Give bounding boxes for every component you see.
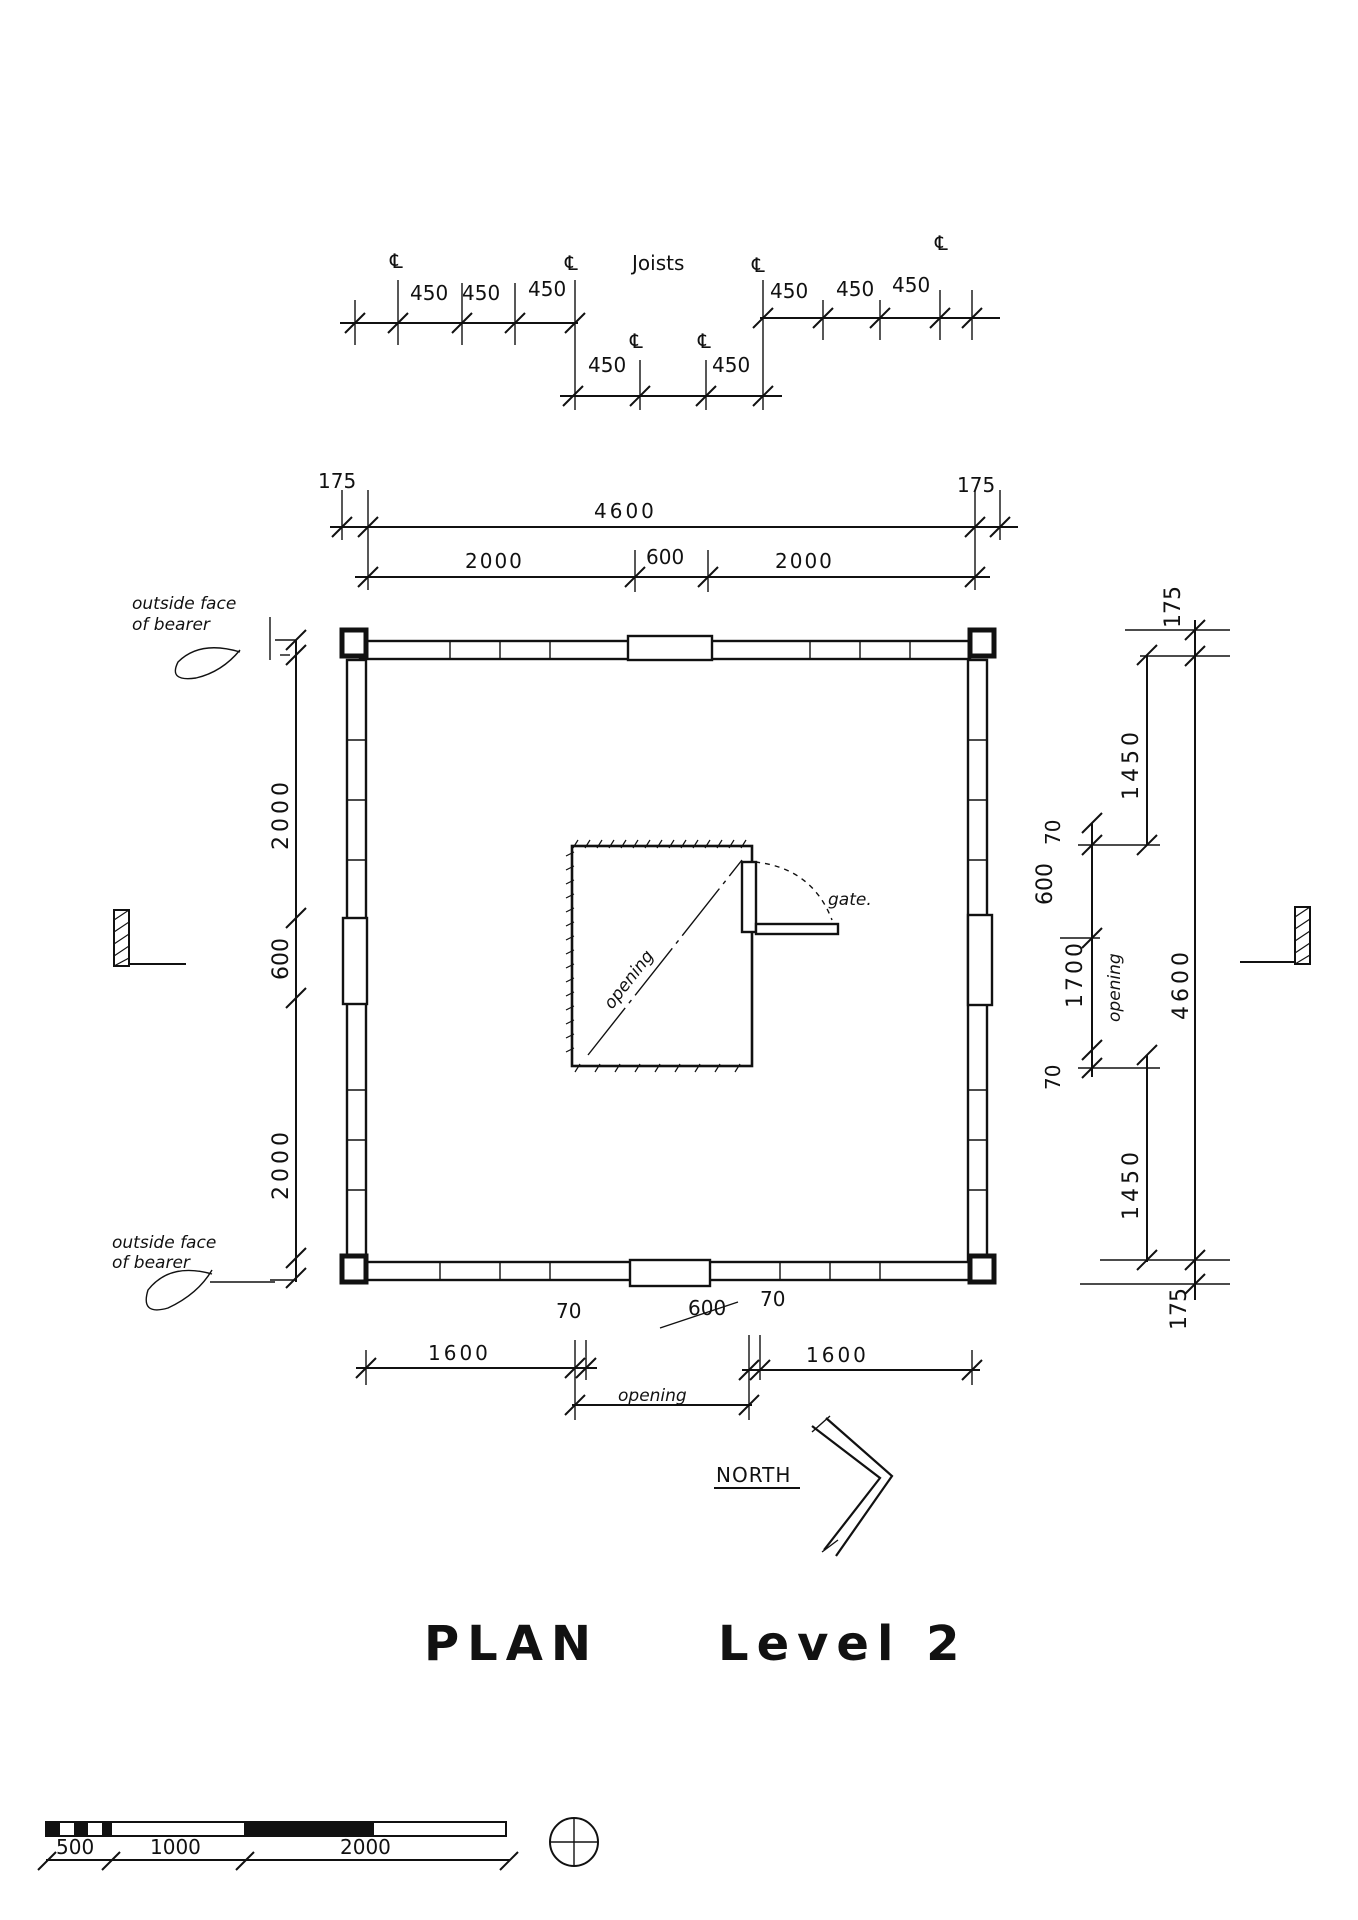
scale-bar-label: 1000 <box>150 1835 201 1859</box>
deck-structure <box>339 627 997 1288</box>
corner-post <box>339 1253 369 1285</box>
centreline-symbol: ℄ <box>564 251 578 275</box>
dim-right-opening: 1700 <box>1063 940 1088 1008</box>
joist-spacing-label: 450 <box>892 273 930 297</box>
centreline-symbol: ℄ <box>629 329 643 353</box>
dim-right-bottom-end: 175 <box>1167 1288 1192 1330</box>
bearer-note-top: of bearer <box>132 615 211 635</box>
dim-right-post-bottom: 70 <box>1041 1065 1065 1090</box>
gate-leaf <box>740 860 758 934</box>
dim-bottom-gap: 600 <box>688 1296 726 1320</box>
dim-right-overall: 4600 <box>1169 948 1194 1020</box>
section-marker-left <box>113 909 186 967</box>
plan-title: PLAN <box>424 1616 599 1672</box>
centreline-symbol: ℄ <box>751 253 765 277</box>
gate-post-bottom <box>628 1258 712 1288</box>
corner-post <box>967 627 997 659</box>
corner-post <box>339 627 369 659</box>
gate-post-right <box>966 913 994 1007</box>
dim-right-gap: 600 <box>1033 863 1058 905</box>
dim-left-opening: 600 <box>269 938 294 980</box>
joist-spacing-label: 450 <box>588 353 626 377</box>
gate-label: gate. <box>828 890 872 910</box>
dim-right-opening-label: opening <box>1105 953 1125 1022</box>
dim-right-lower: 1450 <box>1119 1148 1144 1220</box>
gate-post-top <box>626 634 714 662</box>
centreline-symbol: ℄ <box>389 249 403 273</box>
joist-spacing-label: 450 <box>836 277 874 301</box>
joist-spacing-label: 450 <box>462 281 500 305</box>
right-dimensions: 175 1450 70 600 1700 opening 70 1450 175… <box>1033 586 1230 1330</box>
dim-right-top-end: 175 <box>1161 586 1186 628</box>
top-dimensions: 175 175 4600 2000 600 2000 <box>318 469 1018 592</box>
joist-spacing-label: 450 <box>712 353 750 377</box>
dim-top-right-bay: 2000 <box>775 549 834 573</box>
centreline-symbol: ℄ <box>934 231 948 255</box>
dim-bottom-post-left: 70 <box>556 1299 581 1323</box>
dim-bottom-right: 1600 <box>806 1343 869 1367</box>
centreline-symbol: ℄ <box>697 329 711 353</box>
dim-bottom-left: 1600 <box>428 1341 491 1365</box>
bearer-note-top: outside face <box>132 594 236 614</box>
dim-top-left-bay: 2000 <box>465 549 524 573</box>
joists-heading: Joists <box>630 251 684 275</box>
scale-bar-label: 2000 <box>340 1835 391 1859</box>
bearer-note-bottom: of bearer <box>112 1253 191 1273</box>
dim-right-upper: 1450 <box>1119 728 1144 800</box>
dim-top-opening: 600 <box>646 545 684 569</box>
north-label: NORTH <box>716 1463 791 1487</box>
hatch-opening: opening gate. <box>565 839 872 1073</box>
gate-post-left <box>341 916 369 1006</box>
scale-bar-label: 500 <box>56 1835 94 1859</box>
section-marker-right <box>1240 906 1311 965</box>
north-arrow: NORTH <box>714 1415 894 1557</box>
joist-spacing-label: 450 <box>528 277 566 301</box>
dim-top-overall: 4600 <box>594 499 657 523</box>
dim-left-lower: 2000 <box>269 1128 294 1200</box>
dim-bottom-opening-label: opening <box>618 1386 687 1406</box>
dim-left-upper: 2000 <box>269 778 294 850</box>
dim-top-left-end: 175 <box>318 469 356 493</box>
level-title: Level 2 <box>718 1616 968 1672</box>
corner-post <box>967 1253 997 1285</box>
joist-spacing-label: 450 <box>770 279 808 303</box>
left-dimensions: 2000 600 2000 outside face of bearer out… <box>112 594 307 1311</box>
bottom-dimensions: 1600 70 600 70 1600 opening <box>355 1287 983 1420</box>
dim-top-right-end: 175 <box>957 473 995 497</box>
dim-bottom-post-right: 70 <box>760 1287 785 1311</box>
joist-spacing-label: 450 <box>410 281 448 305</box>
scale-bar: 500 1000 2000 <box>37 1817 599 1871</box>
gate-arm <box>754 922 840 936</box>
bearer-note-bottom: outside face <box>112 1233 216 1253</box>
joist-dimensions: 450 450 450 450 450 450 450 450 Joists ℄… <box>340 231 1000 410</box>
dim-right-post-top: 70 <box>1041 820 1065 845</box>
